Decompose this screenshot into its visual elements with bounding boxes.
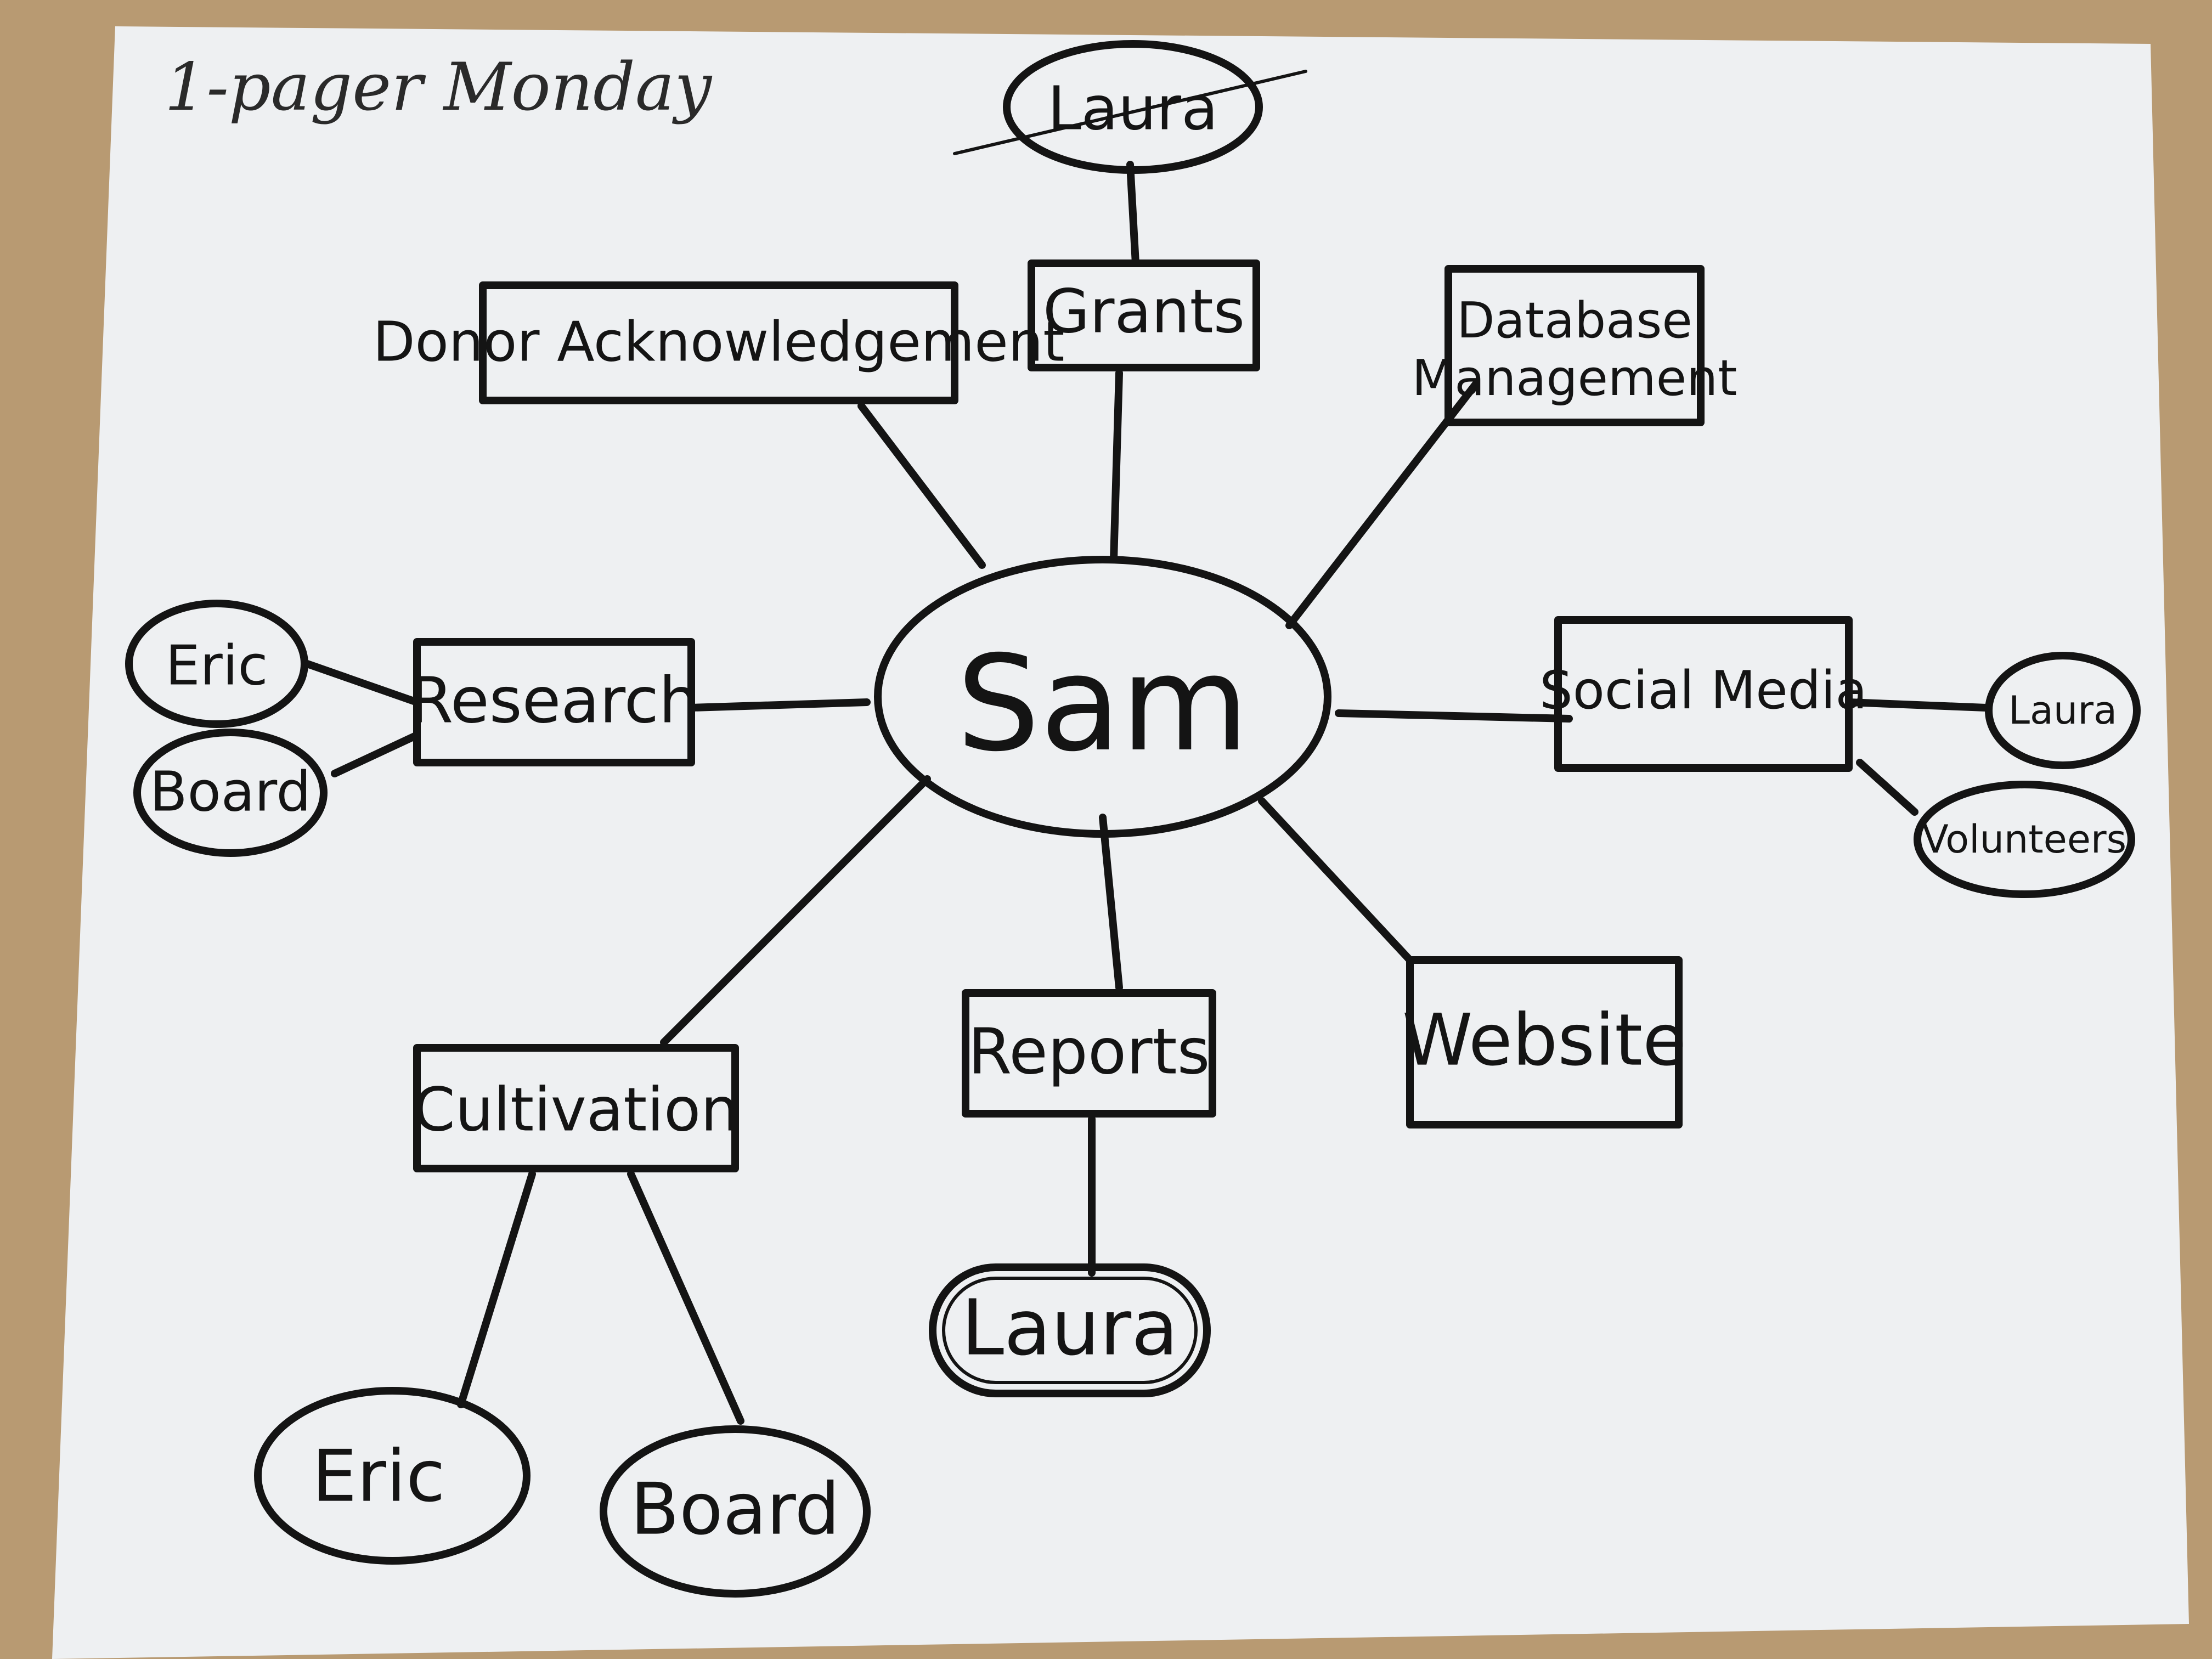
person-reports-laura-label: Laura (961, 1284, 1178, 1373)
node-social-box (1554, 616, 1853, 772)
connector-sam-donor (857, 402, 986, 569)
person-cultivation-board: Board (600, 1425, 871, 1598)
node-research-box (413, 638, 695, 766)
person-reports-laura: Laura (929, 1263, 1211, 1397)
center-node-sam: Sam (874, 556, 1331, 838)
connector-research-eric (303, 660, 421, 706)
node-grants: Grants (1028, 259, 1260, 371)
person-research-eric: Eric (125, 600, 308, 728)
connector-grants-laura (1126, 161, 1139, 267)
person-cultivation-board-ellipse (600, 1425, 871, 1598)
node-cultivation-label: Cultivation (413, 1074, 739, 1144)
node-cultivation: Cultivation (413, 1044, 739, 1172)
connectors (303, 161, 1990, 1425)
node-grants-box (1028, 259, 1260, 371)
node-website-box (1406, 956, 1683, 1128)
connector-social-laura (1845, 698, 1990, 712)
person-grants-laura-ellipse (1003, 40, 1263, 174)
connector-sam-database (1285, 380, 1480, 629)
node-database-management: Database Management (1412, 265, 1737, 426)
node-reports: Reports (962, 989, 1216, 1118)
node-reports-box (962, 989, 1216, 1118)
strike-through-line (953, 70, 1307, 155)
person-reports-laura-shape (929, 1263, 1211, 1397)
connector-sam-website (1258, 797, 1414, 964)
node-database-label-line1: Database (1457, 292, 1692, 349)
person-reports-laura-inner (942, 1277, 1198, 1384)
connector-cultivation-board (627, 1170, 744, 1425)
person-social-volunteers-ellipse (1914, 781, 2135, 898)
node-cultivation-box (413, 1044, 739, 1172)
person-research-board-label: Board (150, 759, 311, 823)
center-label: Sam (956, 627, 1249, 781)
paper-sheet (52, 26, 2189, 1659)
person-grants-laura: Laura (953, 40, 1307, 174)
node-reports-label: Reports (968, 1015, 1210, 1089)
person-research-eric-label: Eric (165, 633, 268, 697)
node-donor-acknowledgement: Donor Acknowledgement (373, 281, 1065, 404)
center-ellipse (874, 556, 1331, 838)
connector-cultivation-eric (457, 1170, 536, 1408)
connector-sam-research (687, 698, 871, 712)
node-database-label-line2: Management (1412, 349, 1737, 407)
person-cultivation-eric-ellipse (254, 1387, 531, 1565)
node-website: Website (1402, 956, 1686, 1128)
connector-social-volunteers (1856, 759, 1918, 816)
connector-sam-reports (1099, 814, 1123, 991)
person-research-board: Board (133, 729, 328, 857)
node-website-label: Website (1402, 998, 1686, 1082)
person-grants-laura-label: Laura (1047, 73, 1218, 143)
connector-sam-cultivation (660, 775, 931, 1046)
node-donor-box (479, 281, 958, 404)
node-database-box (1444, 265, 1705, 426)
person-cultivation-board-label: Board (630, 1468, 840, 1551)
person-social-laura: Laura (1985, 652, 2141, 769)
connector-sam-grants (1110, 369, 1123, 563)
person-social-laura-label: Laura (2008, 688, 2117, 733)
person-cultivation-eric-label: Eric (312, 1435, 445, 1518)
node-research: Research (409, 638, 699, 766)
person-social-volunteers-label: Volunteers (1922, 817, 2126, 862)
connector-research-board (331, 731, 421, 777)
note-text: 1-pager Monday (165, 49, 713, 126)
connector-sam-social (1335, 709, 1573, 723)
person-research-eric-ellipse (125, 600, 308, 728)
node-donor-label: Donor Acknowledgement (373, 309, 1065, 374)
node-social-label: Social Media (1539, 661, 1867, 721)
person-social-volunteers: Volunteers (1914, 781, 2135, 898)
person-social-laura-ellipse (1985, 652, 2141, 769)
node-social-media: Social Media (1539, 616, 1867, 772)
person-research-board-ellipse (133, 729, 328, 857)
person-cultivation-eric: Eric (254, 1387, 531, 1565)
node-grants-label: Grants (1043, 276, 1245, 346)
node-research-label: Research (409, 664, 699, 738)
